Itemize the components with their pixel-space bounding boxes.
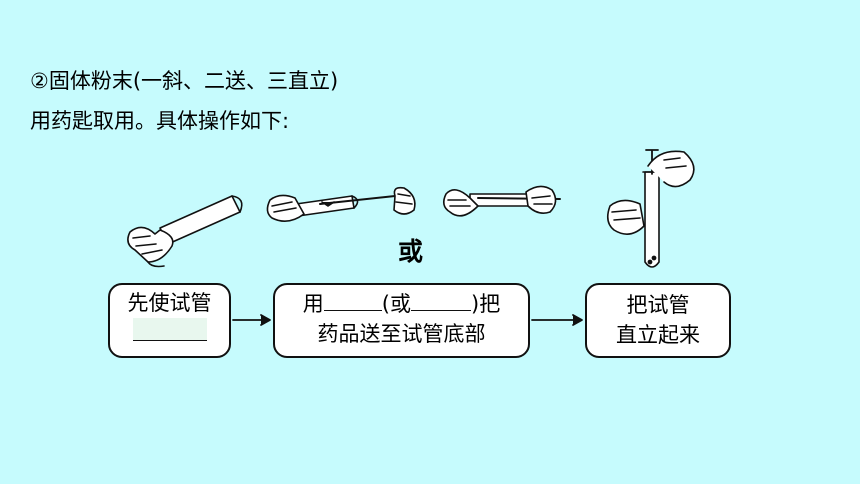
step2-line2: 药品送至试管底部 xyxy=(317,322,486,346)
step-box-insert: 用 (或 )把 药品送至试管底部 xyxy=(273,283,530,358)
hand-holding-upright-test-tube-icon xyxy=(606,149,695,268)
step2-line1: 用 (或 )把 xyxy=(275,288,528,319)
step2-prefix: 用 xyxy=(302,292,324,316)
answer-blank xyxy=(411,288,471,311)
hand-tilting-test-tube-icon xyxy=(127,195,243,268)
answer-blank xyxy=(132,318,207,341)
intro-heading: ②固体粉末(一斜、二送、三直立) xyxy=(30,69,339,93)
answer-blank xyxy=(323,288,382,311)
step1-answer-blank xyxy=(110,318,229,349)
or-label: 或 xyxy=(398,237,424,266)
step-box-upright: 把试管 直立起来 xyxy=(585,283,731,358)
step2-or: (或 xyxy=(381,292,411,316)
step3-line2: 直立起来 xyxy=(616,323,700,347)
step3-line1: 把试管 xyxy=(626,293,690,317)
hand-inserting-spatula-icon xyxy=(266,186,416,222)
step1-line1: 先使试管 xyxy=(127,291,212,315)
flow-arrow xyxy=(531,314,583,326)
step2-suffix: )把 xyxy=(471,292,501,316)
flow-arrow xyxy=(232,314,271,326)
hand-inserting-paper-trough-icon xyxy=(442,185,561,217)
intro-subheading: 用药匙取用。具体操作如下: xyxy=(30,109,290,133)
step-box-tilt: 先使试管 xyxy=(108,283,231,358)
